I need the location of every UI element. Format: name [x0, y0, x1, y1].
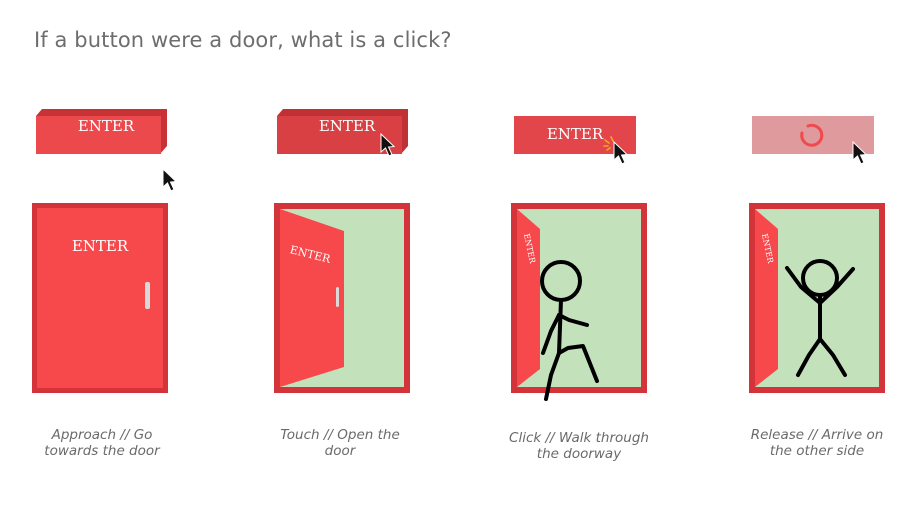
door-closed: ENTER [32, 203, 168, 393]
stick-figure-walking [540, 260, 599, 401]
door-walking: ENTER [511, 203, 647, 401]
svg-text:ENTER: ENTER [319, 117, 376, 135]
page-title: If a button were a door, what is a click… [34, 28, 452, 52]
step-caption-click: Click // Walk through the doorway [509, 430, 649, 462]
door-handle [336, 287, 339, 307]
cursor-icon [380, 133, 396, 157]
svg-text:ENTER: ENTER [547, 125, 604, 143]
door-opening: ENTER [274, 203, 410, 393]
loading-spinner-icon [800, 123, 824, 147]
cursor-click-icon [613, 141, 629, 165]
cursor-icon [852, 141, 868, 165]
door-label: ENTER [72, 237, 129, 255]
step-caption-release: Release // Arrive on the other side [750, 427, 884, 459]
door-handle [145, 282, 150, 309]
button-label: ENTER [78, 117, 135, 135]
approach-button[interactable]: ENTER [34, 106, 170, 158]
click-spark-icon [603, 136, 614, 151]
door-arrived: ENTER [749, 203, 885, 393]
step-caption-touch: Touch // Open the door [280, 427, 400, 459]
stick-figure-cheering [785, 259, 855, 377]
touch-button[interactable]: ENTER [276, 106, 412, 158]
step-caption-approach: Approach // Go towards the door [44, 427, 160, 459]
cursor-icon [162, 168, 178, 192]
